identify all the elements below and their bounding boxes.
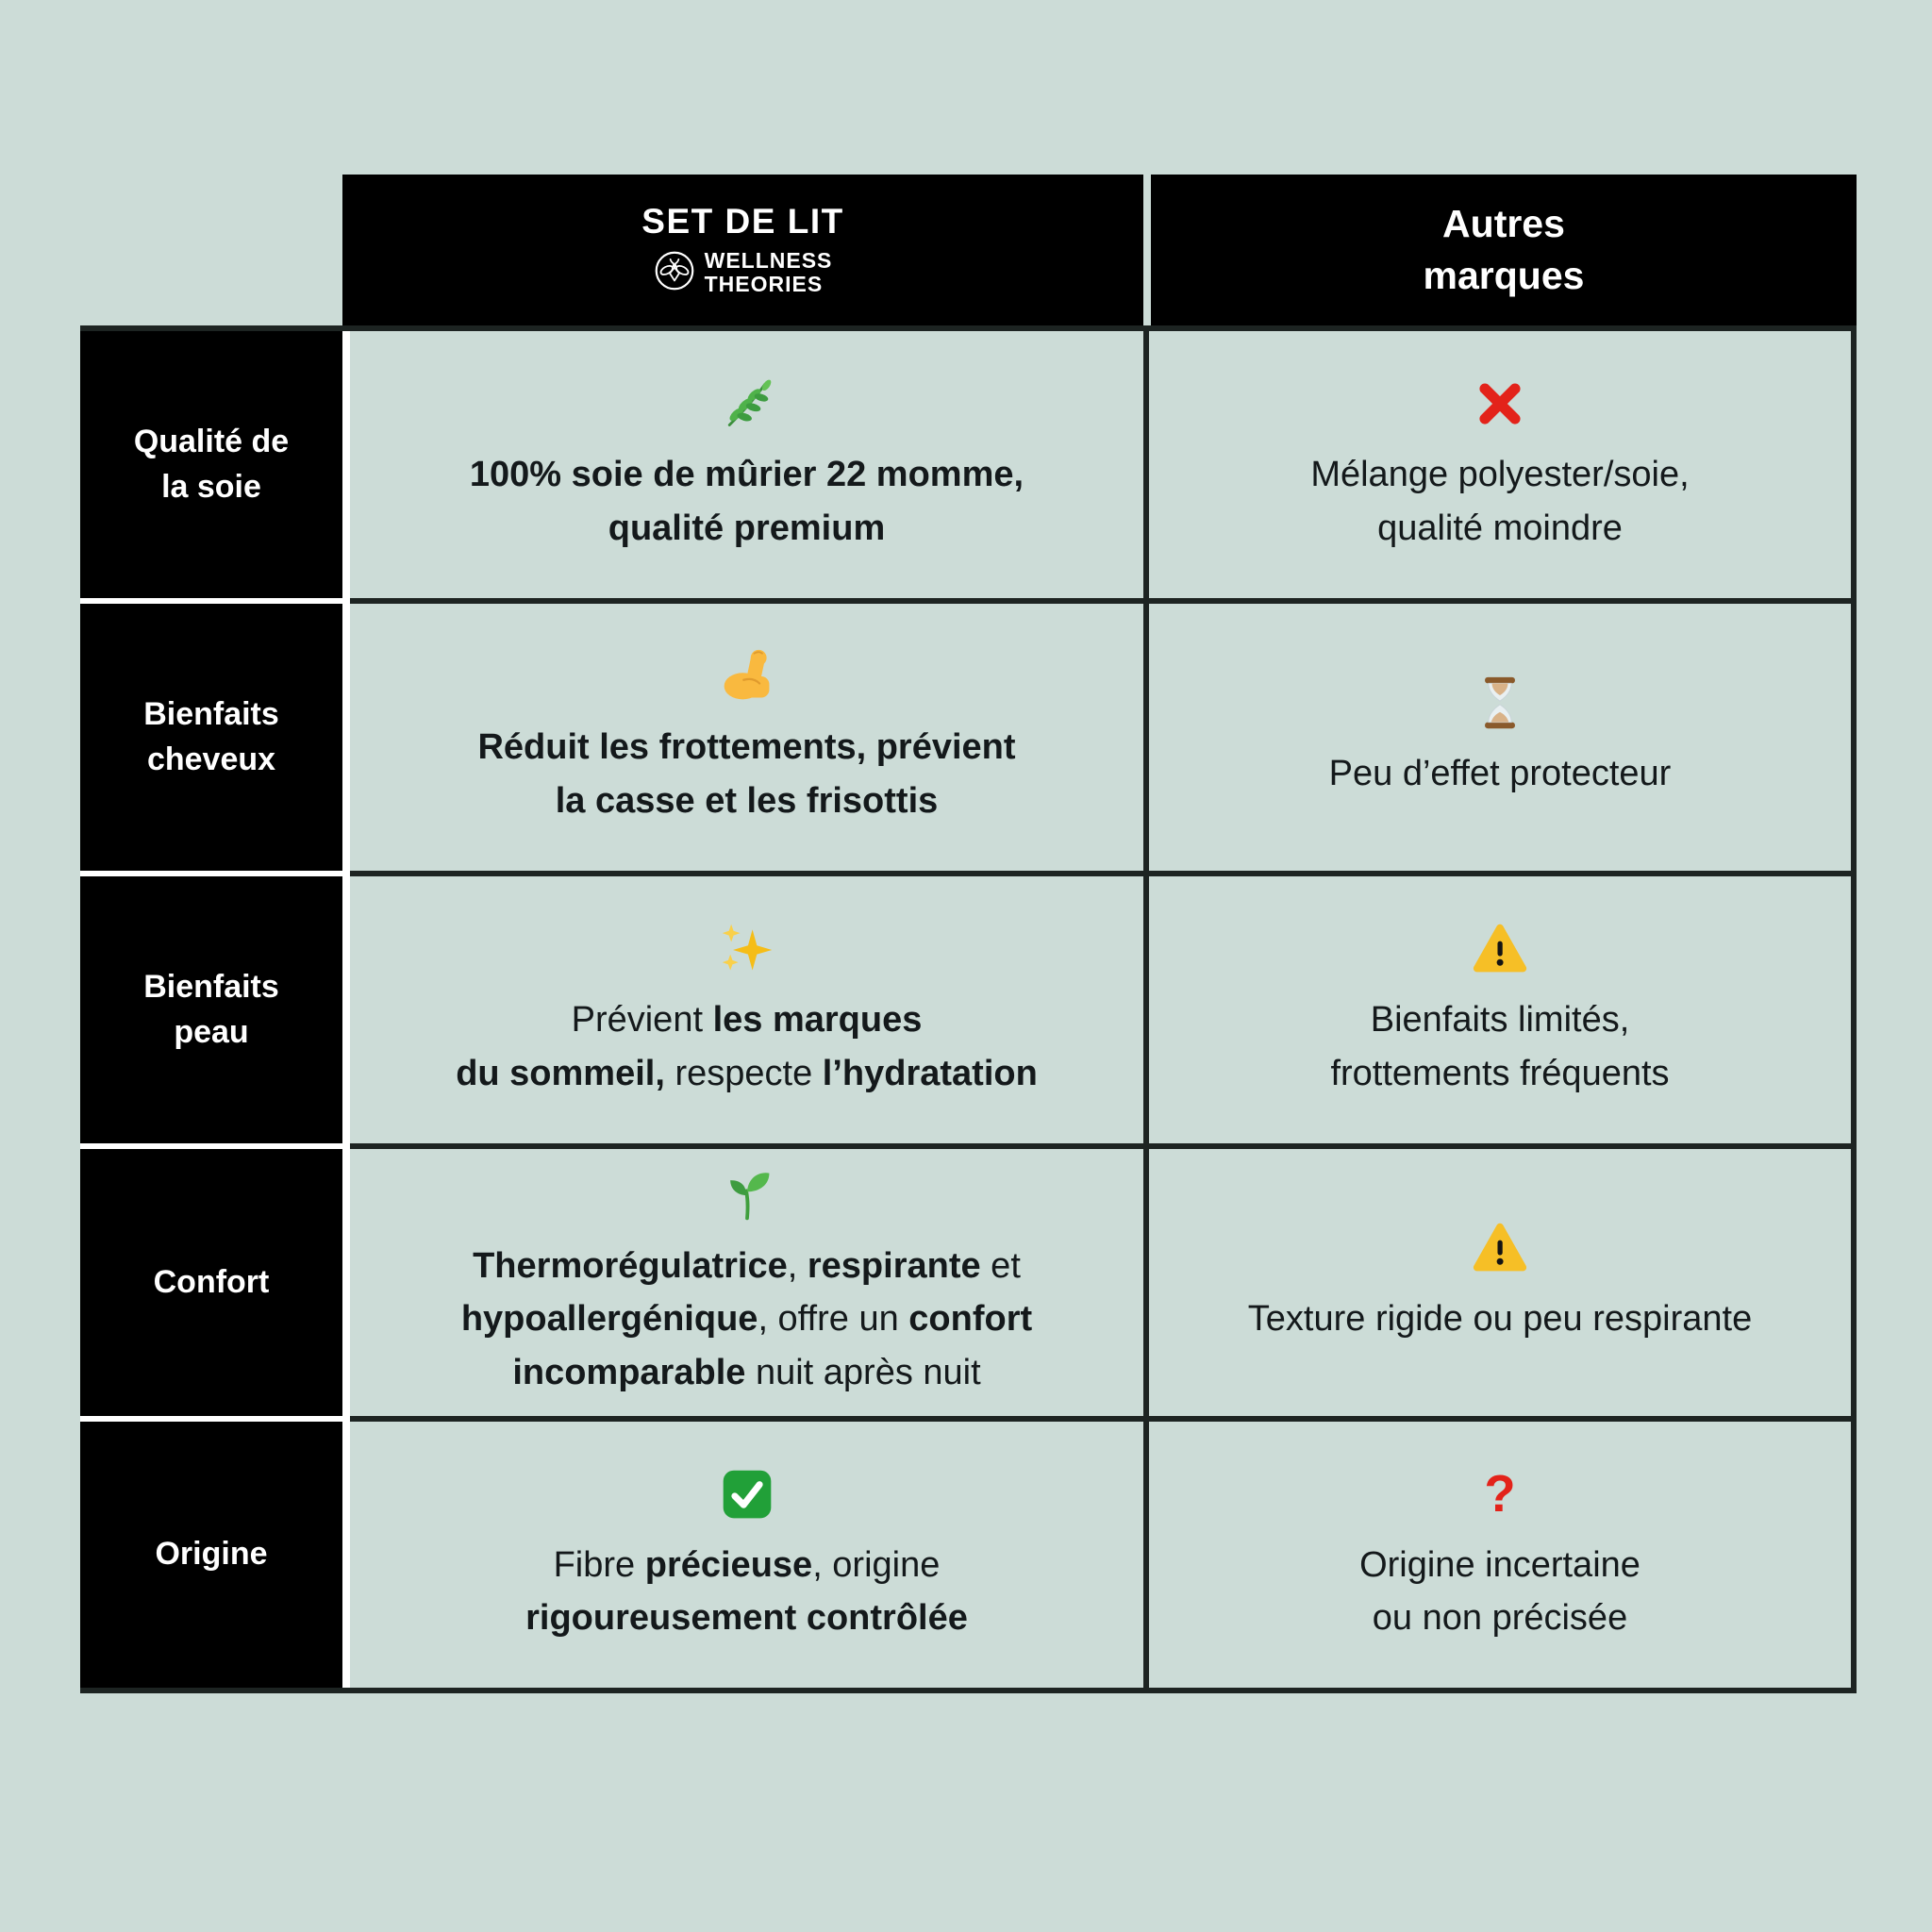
cell-text: Bienfaits limités, frottements fréquents	[1330, 993, 1669, 1099]
comparison-table: 100% soie de mûrier 22 momme, qualité pr…	[350, 325, 1857, 1693]
text-segment: 100% soie de mûrier 22 momme, qualité pr…	[469, 455, 1024, 548]
check-mark-icon	[719, 1465, 775, 1524]
text-segment: ,	[787, 1246, 808, 1287]
cell-text: 100% soie de mûrier 22 momme, qualité pr…	[470, 448, 1024, 554]
brand-logo-block: WELLNESS THEORIES	[654, 247, 833, 298]
text-segment: respecte	[664, 1053, 823, 1093]
our-brand-cell: 100% soie de mûrier 22 momme, qualité pr…	[350, 331, 1143, 598]
text-segment: respirante	[807, 1246, 981, 1287]
cell-text: Texture rigide ou peu respirante	[1248, 1292, 1752, 1345]
warning-icon	[1472, 920, 1528, 978]
text-segment: rigoureusement contrôlée	[525, 1598, 968, 1638]
row-label-cell: Bienfaits peau	[80, 876, 342, 1143]
our-brand-cell: Réduit les frottements, prévient la cass…	[350, 604, 1143, 871]
text-segment: Peu d’effet protecteur	[1328, 754, 1672, 794]
brand-name-line1: WELLNESS	[704, 247, 833, 273]
our-brand-cell: Fibre précieuse, origine rigoureusement …	[350, 1422, 1143, 1688]
row-label-cell: Bienfaits cheveux	[80, 604, 342, 871]
text-segment: , offre un	[758, 1299, 909, 1340]
svg-text:?: ?	[1484, 1466, 1515, 1523]
text-segment: hypoallergénique	[460, 1299, 758, 1340]
other-brands-cell: Texture rigide ou peu respirante	[1149, 1149, 1851, 1416]
cell-text: Thermorégulatrice, respirante et hypoall…	[461, 1240, 1032, 1399]
text-segment: Mélange polyester/soie, qualité moindre	[1310, 455, 1690, 548]
cross-mark-icon	[1472, 375, 1528, 433]
text-segment: Thermorégulatrice	[473, 1246, 788, 1287]
cell-text: Origine incertaine ou non précisée	[1359, 1539, 1641, 1644]
text-segment: Réduit les frottements, prévient la cass…	[477, 727, 1016, 821]
text-segment: Fibre	[553, 1544, 645, 1585]
header-our-brand-cell: SET DE LIT WELLNESS THEORIES	[342, 175, 1143, 325]
hourglass-icon	[1472, 674, 1528, 732]
text-segment: les marques du sommeil,	[456, 1000, 923, 1093]
text-segment: précieuse	[644, 1544, 813, 1585]
text-segment: Origine incertaine ou non précisée	[1359, 1544, 1641, 1638]
our-brand-cell: Prévient les marques du sommeil, respect…	[350, 876, 1143, 1143]
biceps-icon	[719, 647, 775, 706]
row-label-cell: Qualité de la soie	[80, 331, 342, 598]
cell-text: Prévient les marques du sommeil, respect…	[456, 993, 1038, 1099]
cell-text: Réduit les frottements, prévient la cass…	[477, 721, 1015, 826]
our-brand-cell: Thermorégulatrice, respirante et hypoall…	[350, 1149, 1143, 1416]
text-segment: confort incomparable	[512, 1299, 1033, 1392]
other-brands-cell: Mélange polyester/soie, qualité moindre	[1149, 331, 1851, 598]
competitor-title: Autres marques	[1423, 201, 1585, 297]
brand-name: WELLNESS THEORIES	[704, 247, 833, 298]
other-brands-cell: ? Origine incertaine ou non précisée	[1149, 1422, 1851, 1688]
cell-text: Peu d’effet protecteur	[1329, 747, 1672, 800]
brand-name-line2: THEORIES	[704, 272, 824, 297]
bee-icon	[654, 250, 695, 296]
red-question-icon: ?	[1472, 1465, 1528, 1524]
product-title: SET DE LIT	[641, 201, 844, 241]
header-other-brands-cell: Autres marques	[1151, 175, 1857, 325]
other-brands-cell: Peu d’effet protecteur	[1149, 604, 1851, 871]
text-segment: , origine	[812, 1544, 941, 1585]
herb-icon	[719, 375, 775, 433]
seedling-icon	[719, 1166, 775, 1224]
cell-text: Mélange polyester/soie, qualité moindre	[1310, 448, 1689, 554]
text-segment: nuit après nuit	[745, 1352, 981, 1392]
row-label-cell: Origine	[80, 1422, 342, 1688]
text-segment: Prévient	[571, 1000, 713, 1041]
text-segment: l’hydratation	[822, 1053, 1038, 1093]
row-label-cell: Confort	[80, 1149, 342, 1416]
other-brands-cell: Bienfaits limités, frottements fréquents	[1149, 876, 1851, 1143]
warning-icon	[1472, 1219, 1528, 1277]
text-segment: Bienfaits limités, frottements fréquents	[1330, 1000, 1670, 1093]
cell-text: Fibre précieuse, origine rigoureusement …	[525, 1539, 968, 1644]
sparkles-icon	[719, 920, 775, 978]
text-segment: Texture rigide ou peu respirante	[1247, 1299, 1753, 1340]
text-segment: et	[991, 1246, 1021, 1287]
